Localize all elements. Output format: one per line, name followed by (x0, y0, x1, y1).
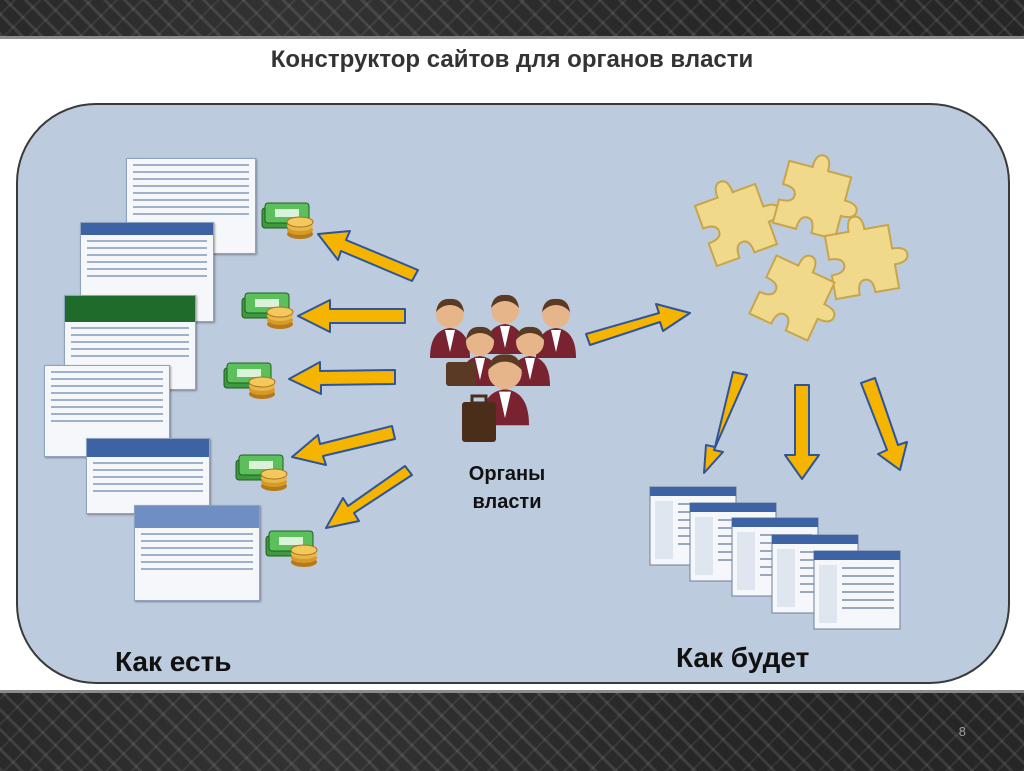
arrow-icon (325, 465, 413, 529)
money-stack-icon (241, 292, 294, 330)
officials-group-icon (430, 294, 576, 442)
money-stack-icon (261, 202, 314, 240)
officials-label: Органы власти (468, 463, 546, 513)
arrow-icon (703, 371, 748, 474)
slide-number: 8 (958, 724, 966, 739)
arrow-icon (288, 361, 396, 395)
website-template-icon (813, 550, 901, 630)
arrow-icon (784, 384, 820, 480)
arrow-icon (860, 377, 908, 471)
arrow-icon (297, 299, 406, 333)
money-stack-icon (265, 530, 318, 568)
arrow-icon (585, 303, 691, 346)
website-templates-stack (649, 486, 901, 630)
money-stack-icon (223, 362, 276, 400)
puzzle-icon (689, 146, 914, 348)
website-screenshot (86, 438, 210, 514)
cost-arrows (288, 230, 419, 529)
arrow-icon (317, 230, 419, 282)
arrow-icon (291, 425, 396, 466)
website-screenshot (134, 505, 260, 601)
as-is-caption: Как есть (115, 646, 232, 677)
template-arrows (703, 371, 908, 480)
slide-title: Конструктор сайтов для органов власти (270, 46, 754, 73)
to-be-caption: Как будет (676, 642, 810, 673)
money-stack-icon (235, 454, 288, 492)
top-decorative-band (0, 0, 1024, 39)
bottom-decorative-band (0, 690, 1024, 771)
